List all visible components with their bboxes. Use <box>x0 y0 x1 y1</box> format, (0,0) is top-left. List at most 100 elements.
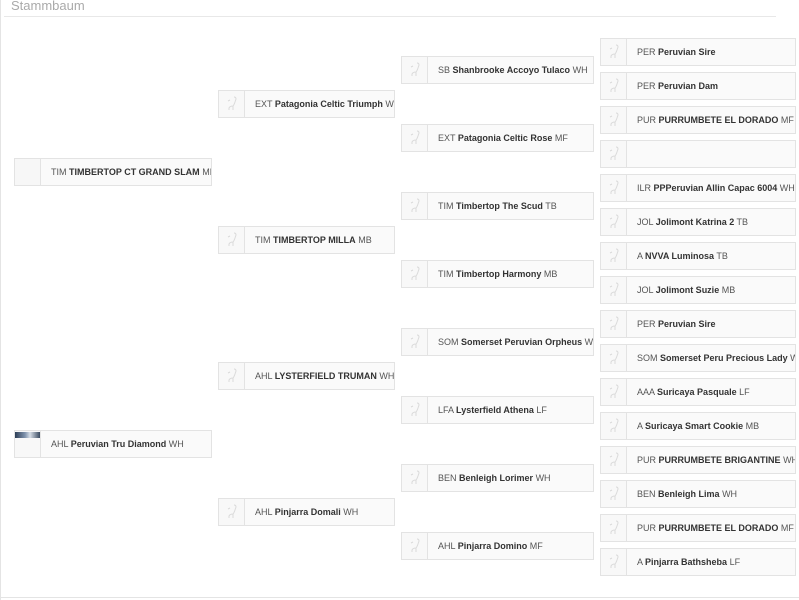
color-code: WH <box>790 353 795 363</box>
animal-label: PUR PURRUMBETE EL DORADO MF <box>627 115 794 125</box>
pedigree-card-gen4-3[interactable]: PUR PURRUMBETE EL DORADO MF <box>600 106 796 134</box>
color-code: WH <box>535 473 551 483</box>
pedigree-card-gen4-5[interactable]: ILR PPPeruvian Allin Capac 6004 WH <box>600 174 796 202</box>
animal-label: EXT Patagonia Celtic Rose MF <box>428 133 568 143</box>
animal-name[interactable]: PURRUMBETE BRIGANTINE <box>658 455 781 465</box>
animal-name[interactable]: Suricaya Smart Cookie <box>645 421 744 431</box>
animal-name[interactable]: Peruvian Sire <box>658 319 716 329</box>
animal-name[interactable]: Lysterfield Athena <box>456 405 534 415</box>
color-code: LF <box>739 387 750 397</box>
herd-prefix: LFA <box>438 405 454 415</box>
alpaca-placeholder-icon <box>219 91 245 117</box>
animal-name[interactable]: Shanbrooke Accoyo Tulaco <box>452 65 571 75</box>
pedigree-card-gen4-1[interactable]: PER Peruvian Sire <box>600 38 796 66</box>
title-divider <box>4 16 776 17</box>
alpaca-placeholder-icon <box>402 397 428 423</box>
pedigree-card-gen3-3[interactable]: TIM Timbertop The Scud TB <box>401 192 594 220</box>
pedigree-card-gen4-10[interactable]: SOM Somerset Peru Precious Lady WH <box>600 344 796 372</box>
animal-name[interactable]: LYSTERFIELD TRUMAN <box>274 371 377 381</box>
frame-bottom-border <box>0 597 799 598</box>
animal-name[interactable]: Peruvian Tru Diamond <box>70 439 167 449</box>
animal-label: LFA Lysterfield Athena LF <box>428 405 547 415</box>
animal-name[interactable]: TIMBERTOP CT GRAND SLAM <box>69 167 200 177</box>
pedigree-card-gen4-4[interactable] <box>600 140 796 168</box>
pedigree-card-gen3-8[interactable]: AHL Pinjarra Domino MF <box>401 532 594 560</box>
animal-name[interactable]: Somerset Peru Precious Lady <box>660 353 788 363</box>
animal-label: BEN Benleigh Lorimer WH <box>428 473 551 483</box>
pedigree-card-gen4-13[interactable]: PUR PURRUMBETE BRIGANTINE WH <box>600 446 796 474</box>
animal-name[interactable]: Jolimont Katrina 2 <box>655 217 735 227</box>
animal-name[interactable]: Pinjarra Domali <box>274 507 341 517</box>
pedigree-card-gen2-2[interactable]: TIM TIMBERTOP MILLA MB <box>218 226 395 254</box>
animal-name[interactable]: PPPeruvian Allin Capac 6004 <box>653 183 778 193</box>
pedigree-card-gen4-15[interactable]: PUR PURRUMBETE EL DORADO MF <box>600 514 796 542</box>
pedigree-card-gen2-4[interactable]: AHL Pinjarra Domali WH <box>218 498 395 526</box>
pedigree-card-gen2-3[interactable]: AHL LYSTERFIELD TRUMAN WH <box>218 362 395 390</box>
alpaca-placeholder-icon <box>219 363 245 389</box>
animal-name[interactable]: Patagonia Celtic Triumph <box>274 99 383 109</box>
alpaca-placeholder-icon <box>601 379 627 405</box>
alpaca-placeholder-icon <box>402 465 428 491</box>
animal-name[interactable]: PURRUMBETE EL DORADO <box>658 523 779 533</box>
animal-name[interactable]: Pinjarra Domino <box>457 541 528 551</box>
animal-name[interactable]: Timbertop The Scud <box>456 201 543 211</box>
color-code: WH <box>343 507 359 517</box>
color-code: MF <box>780 523 794 533</box>
animal-label: A NVVA Luminosa TB <box>627 251 728 261</box>
animal-name[interactable]: Timbertop Harmony <box>456 269 542 279</box>
pedigree-card-gen3-7[interactable]: BEN Benleigh Lorimer WH <box>401 464 594 492</box>
pedigree-card-gen3-2[interactable]: EXT Patagonia Celtic Rose MF <box>401 124 594 152</box>
pedigree-card-gen4-16[interactable]: A Pinjarra Bathsheba LF <box>600 548 796 576</box>
pedigree-card-gen1-1[interactable]: TIM TIMBERTOP CT GRAND SLAM MB <box>14 158 212 186</box>
pedigree-card-gen3-4[interactable]: TIM Timbertop Harmony MB <box>401 260 594 288</box>
pedigree-card-gen3-6[interactable]: LFA Lysterfield Athena LF <box>401 396 594 424</box>
herd-prefix: JOL <box>637 217 654 227</box>
animal-label: JOL Jolimont Katrina 2 TB <box>627 217 748 227</box>
color-code: TB <box>545 201 557 211</box>
alpaca-placeholder-icon <box>601 243 627 269</box>
animal-label: PER Peruvian Sire <box>627 319 716 329</box>
animal-name[interactable]: Peruvian Sire <box>658 47 716 57</box>
animal-name[interactable]: PURRUMBETE EL DORADO <box>658 115 779 125</box>
animal-label: A Pinjarra Bathsheba LF <box>627 557 740 567</box>
animal-name[interactable]: Peruvian Dam <box>658 81 719 91</box>
animal-name[interactable]: Benleigh Lima <box>658 489 720 499</box>
pedigree-card-gen4-2[interactable]: PER Peruvian Dam <box>600 72 796 100</box>
animal-name[interactable]: TIMBERTOP MILLA <box>273 235 356 245</box>
animal-name[interactable]: Pinjarra Bathsheba <box>645 557 728 567</box>
color-code: WH <box>584 337 594 347</box>
herd-prefix: TIM <box>255 235 271 245</box>
color-code: MB <box>358 235 372 245</box>
alpaca-placeholder-icon <box>601 549 627 575</box>
pedigree-card-gen4-7[interactable]: A NVVA Luminosa TB <box>600 242 796 270</box>
pedigree-card-gen4-6[interactable]: JOL Jolimont Katrina 2 TB <box>600 208 796 236</box>
animal-name[interactable]: NVVA Luminosa <box>645 251 715 261</box>
herd-prefix: A <box>637 557 643 567</box>
pedigree-card-gen4-11[interactable]: AAA Suricaya Pasquale LF <box>600 378 796 406</box>
frame-left-border <box>0 0 1 600</box>
herd-prefix: AHL <box>255 507 273 517</box>
animal-name[interactable]: Suricaya Pasquale <box>657 387 737 397</box>
pedigree-card-gen3-1[interactable]: SB Shanbrooke Accoyo Tulaco WH <box>401 56 594 84</box>
color-code: MB <box>543 269 558 279</box>
pedigree-card-gen4-9[interactable]: PER Peruvian Sire <box>600 310 796 338</box>
animal-name[interactable]: Jolimont Suzie <box>655 285 720 295</box>
animal-label: AAA Suricaya Pasquale LF <box>627 387 750 397</box>
pedigree-card-gen1-2[interactable]: AHL Peruvian Tru Diamond WH <box>14 430 212 458</box>
pedigree-card-gen4-12[interactable]: A Suricaya Smart Cookie MB <box>600 412 796 440</box>
alpaca-placeholder-icon <box>402 533 428 559</box>
color-code: TB <box>736 217 749 227</box>
herd-prefix: BEN <box>438 473 457 483</box>
herd-prefix: PER <box>637 47 656 57</box>
color-code: WH <box>379 371 395 381</box>
color-code: TB <box>716 251 728 261</box>
pedigree-card-gen3-5[interactable]: SOM Somerset Peruvian Orpheus WH <box>401 328 594 356</box>
pedigree-card-gen4-8[interactable]: JOL Jolimont Suzie MB <box>600 276 796 304</box>
pedigree-card-gen4-14[interactable]: BEN Benleigh Lima WH <box>600 480 796 508</box>
color-code: WH <box>385 99 394 109</box>
animal-name[interactable]: Somerset Peruvian Orpheus <box>461 337 583 347</box>
pedigree-card-gen2-1[interactable]: EXT Patagonia Celtic Triumph WH <box>218 90 395 118</box>
animal-name[interactable]: Benleigh Lorimer <box>459 473 534 483</box>
animal-name[interactable]: Patagonia Celtic Rose <box>457 133 553 143</box>
color-code: WH <box>783 455 795 465</box>
